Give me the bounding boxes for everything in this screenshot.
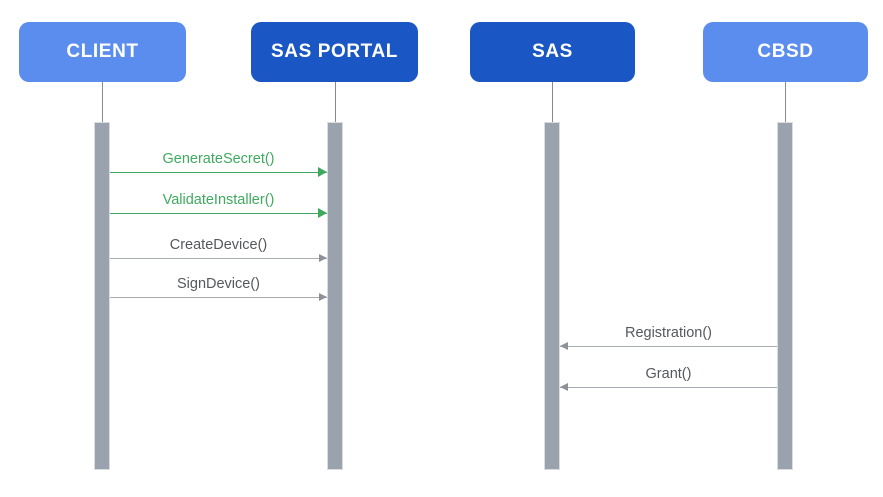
participant-label-sas-portal: SAS PORTAL: [270, 41, 399, 62]
activation-bar-sas-portal: [327, 122, 343, 470]
lifeline-sas-portal: [335, 82, 336, 122]
participant-sas-portal[interactable]: SAS PORTAL: [251, 22, 418, 82]
message-line-generate-secret: [110, 172, 327, 173]
lifeline-cbsd: [785, 82, 786, 122]
message-label-sign-device: SignDevice(): [177, 276, 260, 292]
arrowhead-left-icon: [560, 383, 568, 391]
participant-cbsd[interactable]: CBSD: [703, 22, 868, 82]
message-line-registration: [560, 346, 777, 347]
message-label-generate-secret: GenerateSecret(): [162, 151, 275, 167]
activation-bar-client: [94, 122, 110, 470]
arrowhead-right-icon: [319, 254, 327, 262]
arrowhead-right-icon: [318, 167, 327, 177]
message-line-grant: [560, 387, 777, 388]
message-label-validate-installer: ValidateInstaller(): [162, 192, 275, 208]
activation-bar-cbsd: [777, 122, 793, 470]
message-line-validate-installer: [110, 213, 327, 214]
participant-sas[interactable]: SAS: [470, 22, 635, 82]
message-line-create-device: [110, 258, 327, 259]
arrowhead-right-icon: [319, 293, 327, 301]
activation-bar-sas: [544, 122, 560, 470]
participant-label-client: CLIENT: [66, 41, 139, 62]
participant-label-sas: SAS: [532, 41, 573, 62]
arrowhead-left-icon: [560, 342, 568, 350]
message-label-registration: Registration(): [624, 325, 713, 341]
participant-client[interactable]: CLIENT: [19, 22, 186, 82]
message-label-grant: Grant(): [645, 366, 692, 382]
lifeline-sas: [552, 82, 553, 122]
message-label-create-device: CreateDevice(): [169, 237, 268, 253]
lifeline-client: [102, 82, 103, 122]
participant-label-cbsd: CBSD: [757, 41, 814, 62]
arrowhead-right-icon: [318, 208, 327, 218]
message-line-sign-device: [110, 297, 327, 298]
